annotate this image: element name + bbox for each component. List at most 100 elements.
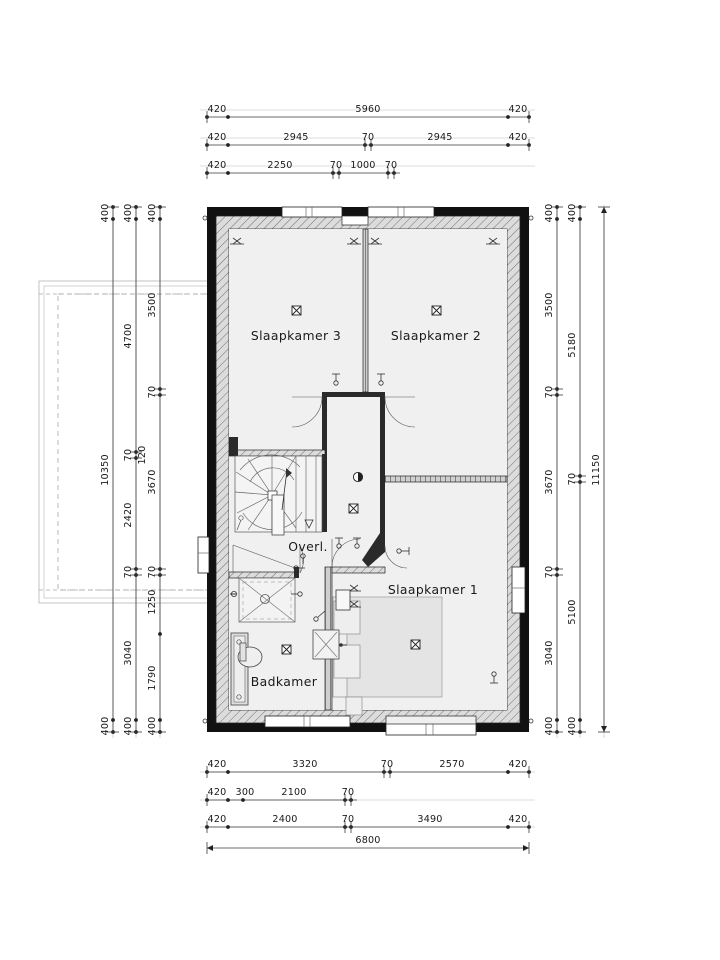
dim-bot2-300: 300 — [236, 787, 255, 798]
dimension-chain-left-2: 400 4700 70 120 2420 70 3040 400 — [123, 204, 148, 736]
dim-left1-10350: 10350 — [100, 454, 111, 486]
room-label-slaapkamer-1: Slaapkamer 1 — [388, 582, 478, 597]
room-label-slaapkamer-2: Slaapkamer 2 — [391, 328, 481, 343]
stair-direction-arrow-icon — [286, 468, 292, 478]
switch-icon — [293, 565, 305, 571]
ceiling-light-icon — [291, 305, 302, 316]
dim-right1-3040: 3040 — [544, 640, 555, 665]
dim-left2-3040: 3040 — [123, 640, 134, 665]
dim-right1-70-b: 70 — [544, 566, 555, 579]
wall-light-icon — [230, 237, 244, 245]
dim-left3-70-b: 70 — [147, 566, 158, 579]
dimension-chain-top-3: 420 2250 70 1000 70 — [205, 160, 400, 179]
dim-right1-3670: 3670 — [544, 469, 555, 494]
ceiling-light-icon — [281, 644, 292, 655]
switch-icon — [332, 373, 340, 386]
dimension-overall-height: 11150 — [591, 206, 610, 733]
dim-top1-5960: 5960 — [355, 104, 380, 115]
dim-overall-6800: 6800 — [355, 835, 380, 846]
dim-top2-2945-left: 2945 — [283, 132, 308, 143]
dim-left2-70-b: 70 — [123, 566, 134, 579]
switch-icon — [300, 553, 306, 564]
dim-bot1-3320: 3320 — [292, 759, 317, 770]
outlet-icon — [528, 718, 534, 724]
dim-bot2-420: 420 — [208, 787, 227, 798]
wall-light-icon — [368, 237, 382, 245]
dim-left2-70-a: 70 — [123, 449, 134, 462]
ceiling-light-icon — [431, 305, 442, 316]
dim-left2-120: 120 — [137, 446, 148, 465]
dim-top1-420-right: 420 — [509, 104, 528, 115]
ceiling-light-icon — [348, 503, 359, 514]
outlet-icon — [528, 215, 534, 221]
dim-top3-2250: 2250 — [267, 160, 292, 171]
dim-right1-70-a: 70 — [544, 386, 555, 399]
dim-left1-400-bottom: 400 — [100, 717, 111, 736]
dim-bot1-70: 70 — [381, 759, 394, 770]
dimension-chain-left-3: 400 3500 70 3670 70 1250 1790 400 — [147, 204, 166, 736]
bathroom-fixtures — [230, 577, 347, 706]
outlet-icon — [202, 215, 208, 221]
dim-top2-420-left: 420 — [208, 132, 227, 143]
wall-light-icon — [486, 237, 500, 245]
dim-bot3-3490: 3490 — [417, 814, 442, 825]
dimension-chain-top-2: 420 2945 70 2945 420 — [205, 132, 531, 151]
dim-top3-70-a: 70 — [330, 160, 343, 171]
dim-left2-400-top: 400 — [123, 204, 134, 223]
dim-overall-11150: 11150 — [591, 454, 602, 486]
dimension-chain-top-1: 420 5960 420 — [205, 104, 531, 123]
dimension-chain-bottom-1: 420 3320 70 2570 420 — [205, 759, 531, 778]
dimension-chain-right-1: 400 3500 70 3670 70 3040 400 — [544, 204, 563, 736]
winder-staircase — [234, 454, 323, 536]
dim-top2-70: 70 — [362, 132, 375, 143]
windows — [197, 206, 526, 736]
dim-left2-2420: 2420 — [123, 502, 134, 527]
dim-bot2-70: 70 — [342, 787, 355, 798]
dim-right2-70: 70 — [567, 473, 578, 486]
dim-top3-70-b: 70 — [385, 160, 398, 171]
room-label-badkamer: Badkamer — [251, 674, 318, 689]
room-label-slaapkamer-3: Slaapkamer 3 — [251, 328, 341, 343]
outlet-icon — [291, 591, 303, 597]
switch-icon — [353, 537, 361, 549]
room-labels: Slaapkamer 3 Slaapkamer 2 Slaapkamer 1 B… — [251, 328, 481, 689]
dimension-chain-left-1: 400 10350 400 — [100, 204, 119, 736]
dim-left3-400-bottom: 400 — [147, 717, 158, 736]
smoke-detector-icon — [352, 471, 364, 483]
ceiling-light-icon — [410, 639, 421, 650]
window-bottom-left — [264, 715, 351, 728]
dim-right2-5100: 5100 — [567, 599, 578, 624]
window-right — [511, 566, 526, 614]
dim-top3-1000: 1000 — [350, 160, 375, 171]
door-swings — [232, 396, 416, 574]
toilet — [237, 642, 263, 668]
dim-left2-400-bottom: 400 — [123, 717, 134, 736]
dim-top1-420-left: 420 — [208, 104, 227, 115]
outlet-icon — [202, 718, 208, 724]
window-left — [197, 536, 210, 574]
dim-left2-4700: 4700 — [123, 323, 134, 348]
dim-left3-3670: 3670 — [147, 469, 158, 494]
dim-left3-1790: 1790 — [147, 665, 158, 690]
dim-right2-400-top: 400 — [567, 204, 578, 223]
dim-bot2-2100: 2100 — [281, 787, 306, 798]
dim-left3-70-a: 70 — [147, 386, 158, 399]
dim-bot3-420-left: 420 — [208, 814, 227, 825]
dim-top2-420-right: 420 — [509, 132, 528, 143]
dim-top2-2945-right: 2945 — [427, 132, 452, 143]
dim-left3-1250: 1250 — [147, 589, 158, 614]
window-top-right — [367, 206, 435, 218]
electrical-symbols — [202, 215, 534, 724]
dim-left1-400-top: 400 — [100, 204, 111, 223]
dimension-chain-right-2: 400 5180 70 5100 400 — [567, 204, 586, 735]
dimension-chain-bottom-2: 420 300 2100 70 — [205, 787, 357, 806]
dim-bot1-420-left: 420 — [208, 759, 227, 770]
dim-bot1-420-right: 420 — [509, 759, 528, 770]
dim-bot3-70: 70 — [342, 814, 355, 825]
dim-top3-420: 420 — [208, 160, 227, 171]
washbasin — [312, 629, 347, 660]
dim-right1-400-bottom: 400 — [544, 717, 555, 736]
dim-bot3-2400: 2400 — [272, 814, 297, 825]
window-bottom-right — [385, 722, 477, 736]
